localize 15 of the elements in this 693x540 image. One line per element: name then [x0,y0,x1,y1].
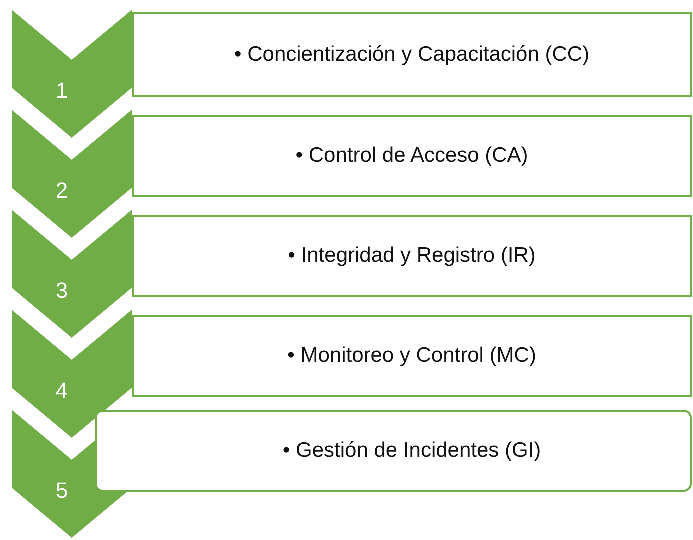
step-label: • Gestión de Incidentes (GI) [282,439,542,463]
step-box [132,315,692,397]
step-number: 2 [54,178,70,204]
step-number: 4 [54,378,70,404]
step-number: 1 [54,78,70,104]
step-box [132,115,692,197]
step-box [95,410,692,492]
step-label: • Control de Acceso (CA) [296,144,528,168]
step-number: 5 [54,478,70,504]
step-label: • Monitoreo y Control (MC) [288,344,536,368]
step-box [132,215,692,297]
step-label: • Integridad y Registro (IR) [288,244,536,268]
step-label: • Concientización y Capacitación (CC) [234,42,590,66]
step-number: 3 [54,278,70,304]
step-box [132,12,692,97]
